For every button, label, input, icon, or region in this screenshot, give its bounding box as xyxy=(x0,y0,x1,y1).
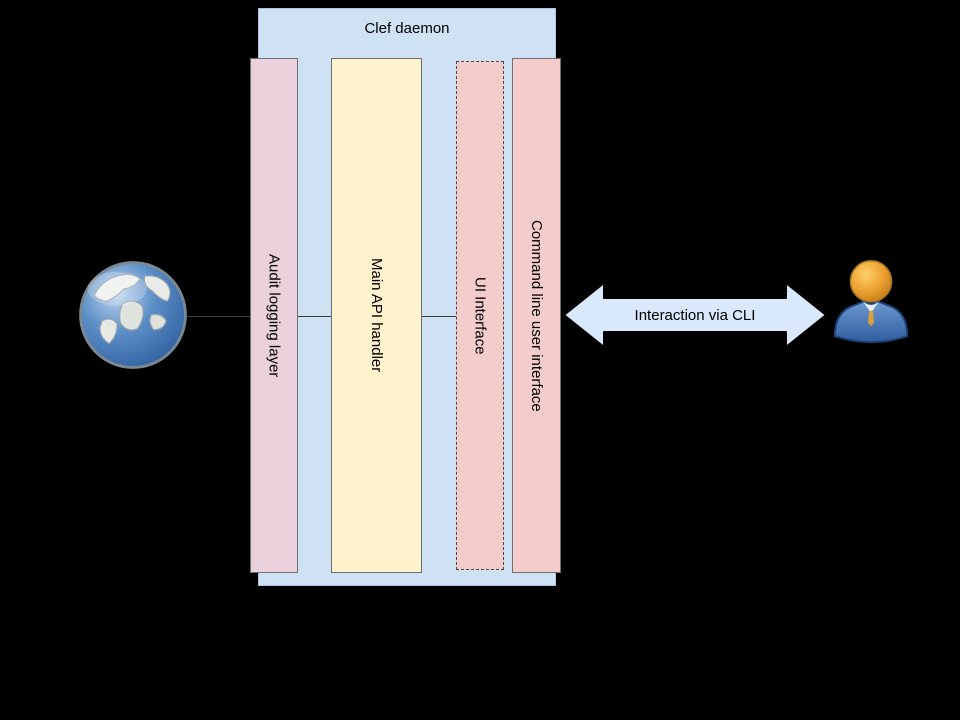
connector-globe-audit xyxy=(186,316,250,317)
column-api-label: Main API handler xyxy=(368,258,385,373)
interaction-arrow: Interaction via CLI xyxy=(562,281,828,349)
column-audit-label: Audit logging layer xyxy=(265,253,283,378)
column-main-api-handler: Main API handler xyxy=(331,58,422,573)
connector-api-ui xyxy=(422,316,456,317)
column-ui-interface: UI Interface xyxy=(456,61,504,570)
clef-daemon-title: Clef daemon xyxy=(364,20,450,37)
column-ui-label: UI Interface xyxy=(471,276,489,355)
user-icon xyxy=(822,250,920,348)
column-cli-label: Command line user interface xyxy=(528,219,545,412)
interaction-arrow-label: Interaction via CLI xyxy=(634,306,756,324)
column-command-line-user-interface: Command line user interface xyxy=(512,58,561,573)
connector-audit-api xyxy=(298,316,331,317)
column-audit-logging-layer: Audit logging layer xyxy=(250,58,298,573)
globe-icon xyxy=(76,258,190,372)
